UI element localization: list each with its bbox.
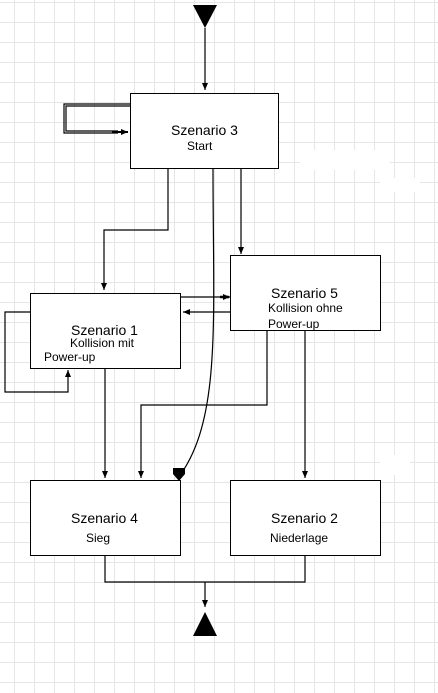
node-szenario-4[interactable]: Szenario 4 Sieg	[30, 480, 181, 556]
edge-s4-to-end	[104, 555, 306, 583]
node-title: Szenario 2	[271, 510, 338, 526]
node-label-line2: Power-up	[268, 317, 320, 331]
edge-s5-to-s4	[138, 330, 268, 478]
node-label-line1: Kollision mit	[70, 336, 135, 350]
node-szenario-5[interactable]: Szenario 5 Kollision ohne Power-up	[230, 255, 381, 331]
edge-s3-self-loop-double	[65, 105, 130, 132]
node-szenario-3[interactable]: Szenario 3 Start	[130, 93, 279, 169]
edge-s3-to-s4	[177, 167, 215, 479]
node-label-line1: Kollision ohne	[268, 301, 343, 315]
node-title: Szenario 1	[71, 322, 138, 338]
grid-gap	[300, 150, 390, 170]
grid-gap	[380, 455, 410, 475]
edge-s1-self-loop	[4, 311, 71, 393]
end-terminal	[193, 612, 217, 636]
node-szenario-1[interactable]: Szenario 1 Kollision mit Power-up	[30, 293, 181, 369]
start-terminal	[193, 5, 217, 28]
node-title: Szenario 4	[71, 510, 138, 526]
grid-gap	[380, 178, 420, 192]
edge-s3-self-loop	[63, 103, 130, 134]
node-szenario-2[interactable]: Szenario 2 Niederlage	[230, 480, 381, 556]
edge-s3-to-s1	[101, 168, 169, 290]
node-label-line2: Power-up	[44, 350, 96, 364]
node-label: Sieg	[86, 531, 111, 545]
arrowhead-bold	[173, 468, 185, 481]
node-label: Start	[187, 139, 213, 153]
node-title: Szenario 5	[271, 285, 338, 301]
node-label: Niederlage	[270, 531, 329, 545]
node-title: Szenario 3	[171, 122, 238, 138]
